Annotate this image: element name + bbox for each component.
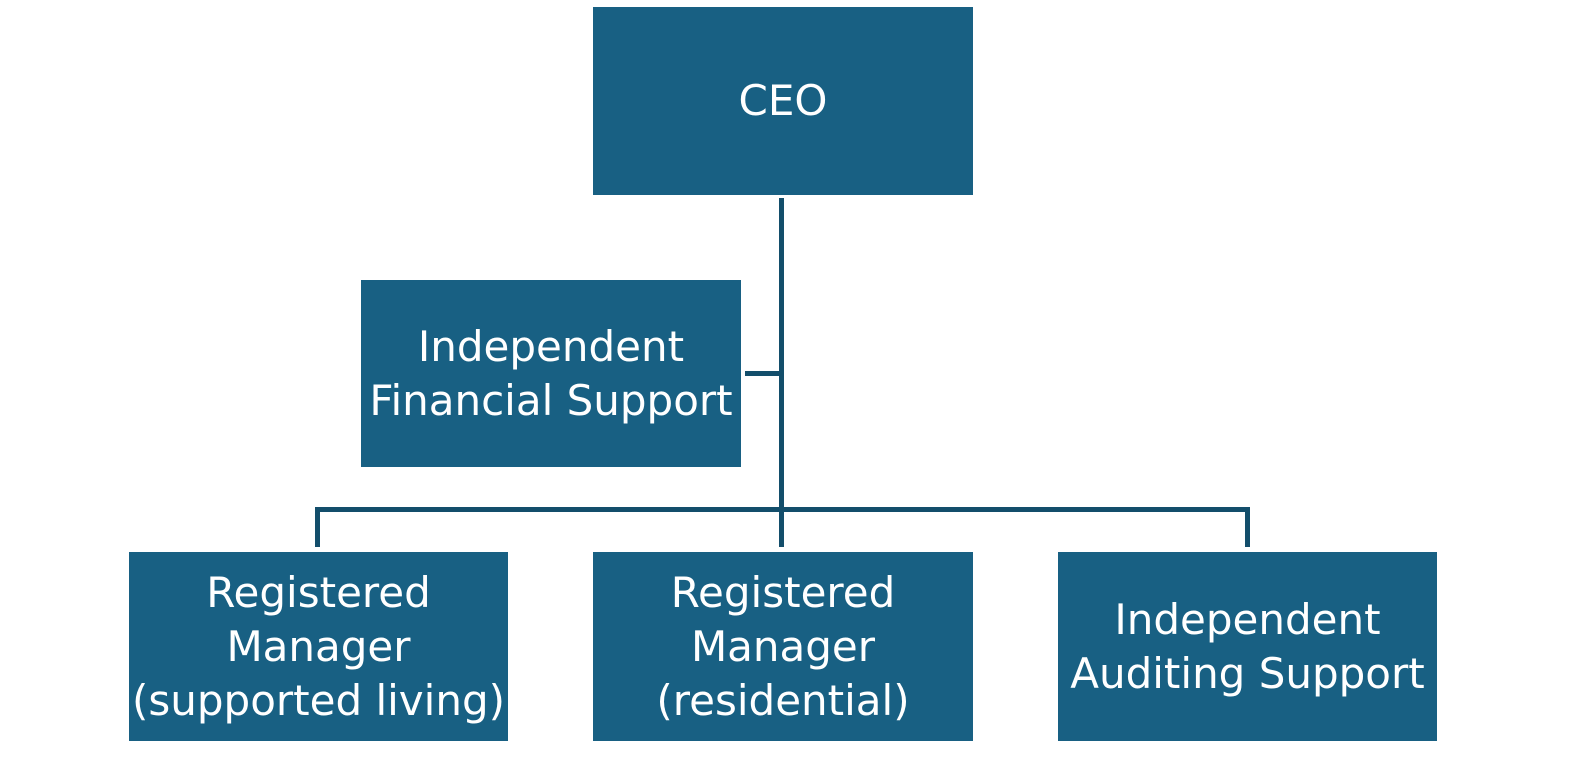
financial-support-label: Independent Financial Support bbox=[369, 321, 733, 425]
connector-horizontal-bus bbox=[315, 507, 1250, 512]
connector-drop-auditing bbox=[1245, 507, 1250, 547]
connector-drop-supported-living bbox=[315, 507, 320, 547]
financial-support-node[interactable]: Independent Financial Support bbox=[361, 280, 741, 467]
auditing-support-label: Independent Auditing Support bbox=[1070, 594, 1425, 698]
manager-supported-living-node[interactable]: Registered Manager (supported living) bbox=[129, 552, 508, 741]
connector-ceo-vertical bbox=[779, 198, 784, 547]
connector-financial-branch bbox=[745, 371, 781, 376]
manager-residential-node[interactable]: Registered Manager (residential) bbox=[593, 552, 973, 741]
ceo-node[interactable]: CEO bbox=[593, 7, 973, 195]
auditing-support-node[interactable]: Independent Auditing Support bbox=[1058, 552, 1437, 741]
manager-residential-label: Registered Manager (residential) bbox=[656, 567, 910, 725]
manager-supported-living-label: Registered Manager (supported living) bbox=[131, 567, 506, 725]
ceo-label: CEO bbox=[738, 76, 828, 125]
